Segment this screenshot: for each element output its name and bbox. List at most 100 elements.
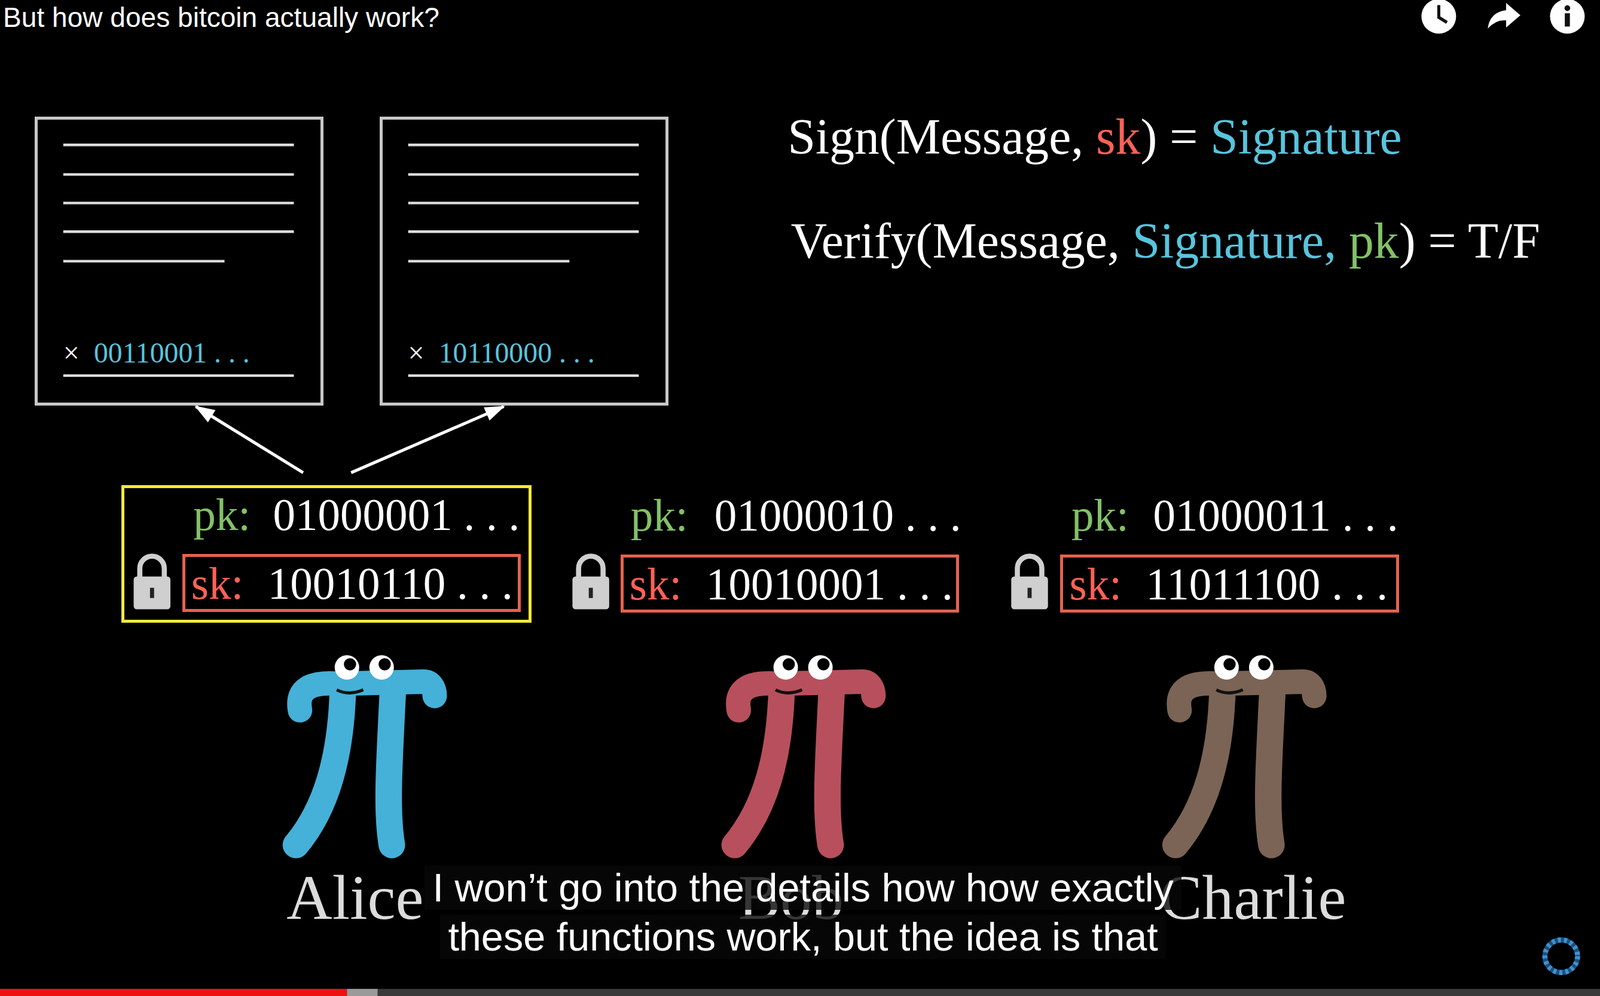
- pi-mouth: [775, 689, 802, 693]
- equation-row: Verify(Message,Signature,pk) = T/F: [791, 211, 1541, 271]
- pi-bar: [299, 681, 435, 711]
- signing-arrow: [196, 406, 304, 473]
- pi-eye: [773, 654, 799, 680]
- pi-eye: [334, 654, 360, 680]
- secret-key-box: sk: 11011100 . . .: [1060, 554, 1400, 613]
- progress-buffer: [346, 988, 378, 996]
- clock-hands: [1438, 5, 1447, 23]
- key-bits: 10010001 . . .: [706, 559, 954, 609]
- key-bits: 10010110 . . .: [267, 558, 514, 609]
- character-name: Alice: [286, 862, 424, 933]
- equation-term: Verify(Message,: [791, 211, 1120, 271]
- equation-term: sk: [1095, 107, 1141, 167]
- pi-creature: [1175, 654, 1315, 845]
- lock-icon: [133, 556, 171, 610]
- text-line: [408, 230, 640, 233]
- signature-line: [63, 374, 295, 377]
- character-name: Charlie: [1159, 862, 1346, 933]
- equation-term: Signature,: [1132, 211, 1337, 271]
- text-slot: 01000010 . . .: [714, 488, 962, 543]
- text-slot: sk:: [1069, 561, 1122, 607]
- key-label: sk:: [191, 558, 244, 609]
- pi-bar: [738, 681, 874, 711]
- text-line: [63, 230, 295, 233]
- pi-pupil: [343, 657, 356, 670]
- text-line: [63, 260, 225, 263]
- text-line: [63, 143, 295, 146]
- text-line: [408, 173, 640, 176]
- subtitle-box: I won’t go into the details how how exac…: [405, 863, 1202, 962]
- subtitle-area: I won’t go into the details how how exac…: [190, 863, 1416, 962]
- pi-pupil: [378, 657, 391, 670]
- text-line: [408, 201, 640, 204]
- lock-body: [572, 576, 609, 610]
- signature-bits: 10110000 . . .: [438, 336, 595, 369]
- clock-face: [1421, 0, 1456, 34]
- clock-icon: [1421, 0, 1456, 34]
- signature-mark: ×: [408, 336, 425, 369]
- key-bits: 01000010 . . .: [714, 490, 962, 540]
- key-bits: 01000001 . . .: [272, 489, 520, 540]
- pi-creature: [734, 654, 874, 845]
- pi-bar: [1179, 681, 1315, 711]
- info-icon: [1549, 0, 1585, 34]
- pi-mouth: [336, 689, 363, 693]
- pi-leg: [1268, 689, 1273, 845]
- text-slot: 10010001 . . .: [706, 561, 954, 607]
- equation-term: ) =: [1140, 107, 1198, 167]
- text-line: [63, 201, 295, 204]
- pi-leg: [734, 689, 783, 845]
- video-title: But how does bitcoin actually work?: [2, 1, 440, 33]
- pi-pupil: [817, 657, 830, 670]
- share-icon: [1487, 2, 1521, 29]
- pi-mouth: [1216, 689, 1243, 693]
- title-slot: But how does bitcoin actually work?: [2, 1, 440, 34]
- text-slot: sk:: [629, 561, 683, 607]
- spinner-dashes: [1544, 939, 1578, 973]
- key-label: pk:: [193, 489, 251, 540]
- key-label: sk:: [1069, 559, 1122, 609]
- progress-track: [0, 988, 1600, 996]
- text-slot: Alice: [286, 859, 424, 936]
- text-slot: ×: [63, 338, 80, 368]
- signing-arrow: [350, 406, 504, 473]
- document-box: × 10110000 . . .: [379, 116, 669, 406]
- text-slot: ×: [408, 338, 425, 368]
- spinner-ring: [1544, 939, 1578, 973]
- text-slot: 01000011 . . .: [1152, 488, 1398, 543]
- pi-leg: [388, 689, 393, 845]
- text-slot: pk:: [193, 492, 251, 537]
- document-lines: [63, 144, 640, 376]
- secret-key-box: sk: 10010110 . . .: [182, 553, 522, 612]
- pi-leg: [295, 689, 344, 845]
- key-pair-box: pk: 01000001 . . . sk: 10010110 . . .: [121, 484, 532, 623]
- pi-eye: [369, 654, 395, 680]
- lock-body: [133, 576, 171, 610]
- lock-keyhole: [1027, 587, 1032, 598]
- text-slot: 10010110 . . .: [267, 560, 514, 606]
- key-label: pk:: [630, 490, 689, 540]
- text-slot: 11011100 . . .: [1145, 561, 1388, 607]
- lock-body: [1011, 576, 1048, 610]
- lock-keyhole: [150, 587, 155, 598]
- key-bits: 01000011 . . .: [1152, 490, 1398, 540]
- text-slot: 10110000 . . .: [438, 338, 595, 368]
- pi-eye: [1249, 654, 1274, 680]
- text-slot: Charlie: [1159, 859, 1346, 936]
- text-slot: pk:: [630, 488, 689, 543]
- lock-icon: [1011, 556, 1048, 610]
- equation-term: Signature: [1210, 107, 1402, 167]
- lock-shackle: [578, 556, 604, 578]
- equation-term: pk: [1348, 211, 1400, 271]
- pi-pupil: [1223, 657, 1236, 670]
- signature-bits: 00110001 . . .: [93, 336, 250, 369]
- info-circle: [1549, 0, 1585, 34]
- text-line: [408, 260, 570, 263]
- text-line: [63, 173, 295, 176]
- key-label: sk:: [629, 559, 683, 609]
- document-box: × 00110001 . . .: [34, 116, 324, 406]
- secret-key-box: sk: 10010001 . . .: [620, 554, 960, 613]
- text-slot: sk:: [191, 560, 244, 606]
